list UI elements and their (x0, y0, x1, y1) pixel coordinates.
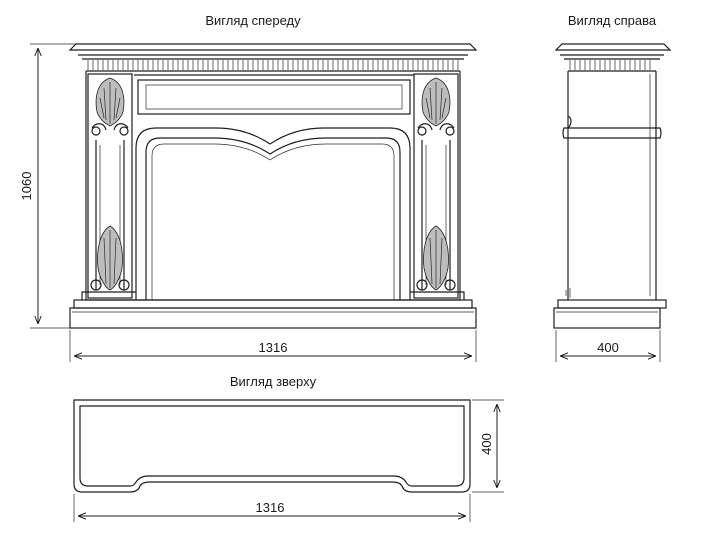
top-view-title: Вигляд зверху (230, 374, 317, 389)
right-pilaster (413, 73, 459, 299)
left-pilaster (87, 73, 133, 299)
front-width-label: 1316 (259, 340, 288, 355)
side-view-title: Вигляд справа (568, 13, 657, 28)
top-outline (73, 399, 471, 493)
side-body (553, 71, 667, 329)
side-depth-label: 400 (597, 340, 619, 355)
side-view: Вигляд справа 400 (553, 13, 672, 362)
front-view: Вигляд спереду (19, 13, 478, 362)
front-view-title: Вигляд спереду (205, 13, 301, 28)
side-mantel (554, 43, 672, 72)
front-base (69, 291, 477, 329)
front-height-dimension: 1060 (19, 43, 76, 329)
side-depth-dimension: 400 (555, 330, 661, 362)
front-height-label: 1060 (19, 172, 34, 201)
frieze-panel (137, 79, 411, 115)
top-view: Вигляд зверху 400 1316 (73, 374, 504, 522)
top-width-label: 1316 (256, 500, 285, 515)
top-width-dimension: 1316 (73, 494, 471, 522)
firebox-opening (135, 127, 411, 300)
top-depth-label: 400 (479, 433, 494, 455)
front-width-dimension: 1316 (69, 330, 477, 362)
top-depth-dimension: 400 (472, 399, 504, 493)
front-mantel (68, 43, 478, 72)
